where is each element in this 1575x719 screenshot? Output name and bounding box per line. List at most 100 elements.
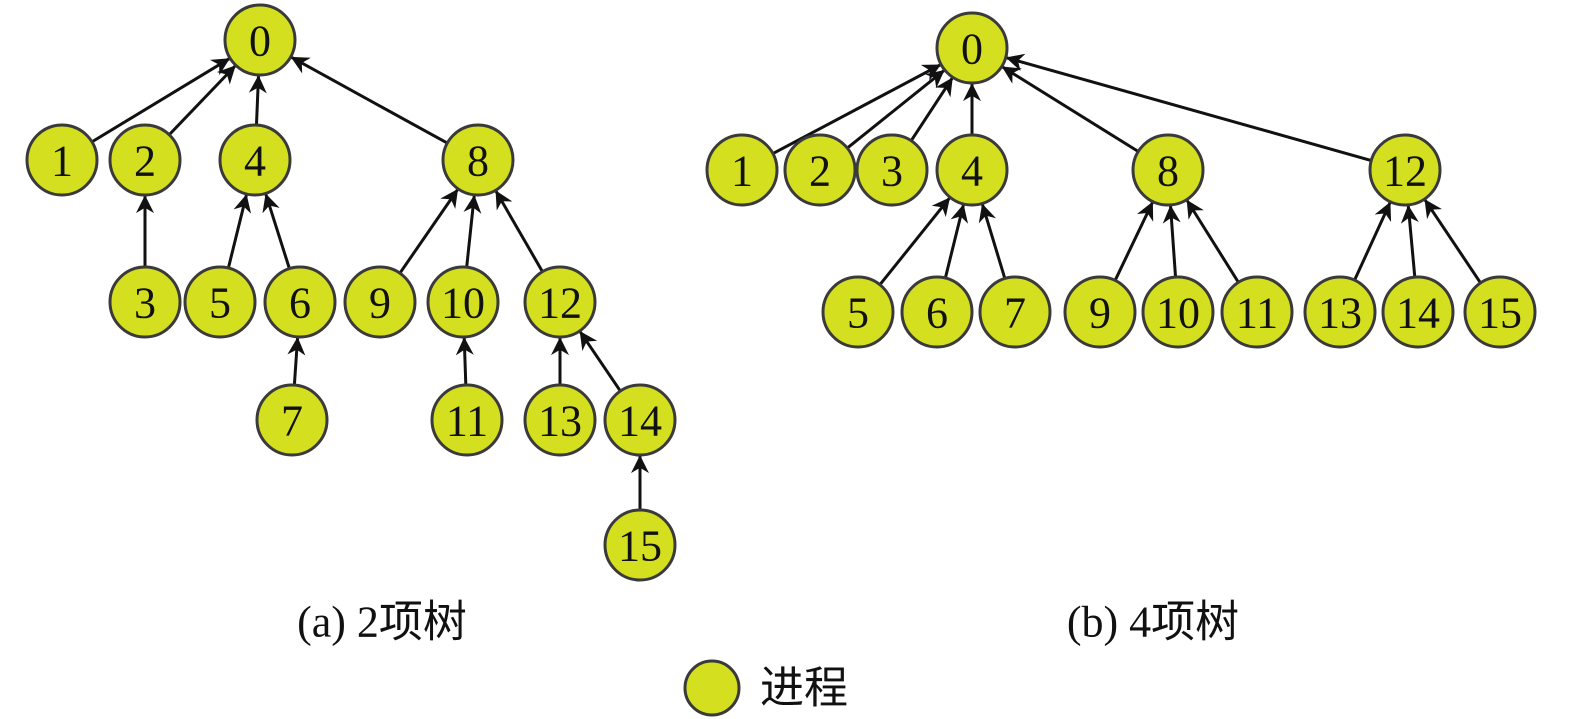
process-node-label: 6 xyxy=(289,279,311,328)
process-node-circle xyxy=(900,275,974,349)
process-node-8: 8 xyxy=(441,123,515,197)
process-node-circle xyxy=(1141,275,1215,349)
process-node-label: 11 xyxy=(446,397,488,446)
process-node-9: 9 xyxy=(343,265,417,339)
edge-6-to-4 xyxy=(943,204,969,279)
process-node-label: 4 xyxy=(244,137,266,186)
edge-10-to-8 xyxy=(463,194,482,268)
process-node-1: 1 xyxy=(25,123,99,197)
process-node-circle xyxy=(430,383,504,457)
process-node-13: 13 xyxy=(523,383,597,457)
edge-4-to-0 xyxy=(248,75,267,126)
process-node-label: 4 xyxy=(961,147,983,196)
process-node-5: 5 xyxy=(821,275,895,349)
process-node-circle xyxy=(1063,275,1137,349)
process-node-icon xyxy=(683,659,741,717)
process-node-label: 5 xyxy=(209,279,231,328)
process-node-label: 11 xyxy=(1236,289,1278,338)
process-node-label: 1 xyxy=(51,137,73,186)
process-node-13: 13 xyxy=(1303,275,1377,349)
process-node-15: 15 xyxy=(603,508,677,582)
edge-9-to-8 xyxy=(1113,201,1154,282)
process-node-circle xyxy=(218,123,292,197)
legend: 进程 xyxy=(683,659,848,717)
edge-5-to-4 xyxy=(226,194,252,269)
edge-3-to-0 xyxy=(909,77,954,142)
process-node-14: 14 xyxy=(603,383,677,457)
process-node-3: 3 xyxy=(108,265,182,339)
edge-7-to-6 xyxy=(287,337,306,386)
edge-14-to-12 xyxy=(578,330,622,392)
process-node-label: 3 xyxy=(134,279,156,328)
process-node-circle xyxy=(1220,275,1294,349)
process-node-circle xyxy=(1303,275,1377,349)
process-node-label: 13 xyxy=(538,397,582,446)
process-node-circle xyxy=(426,265,500,339)
edge-1-to-0 xyxy=(91,57,230,144)
edge-2-to-0 xyxy=(168,64,237,136)
process-node-12: 12 xyxy=(1368,133,1442,207)
process-node-label: 12 xyxy=(1383,147,1427,196)
process-node-11: 11 xyxy=(430,383,504,457)
process-node-label: 7 xyxy=(1004,289,1026,338)
process-node-circle xyxy=(523,265,597,339)
process-node-6: 6 xyxy=(900,275,974,349)
process-node-circle xyxy=(441,123,515,197)
process-node-0: 0 xyxy=(935,11,1009,85)
edge-7-to-4 xyxy=(978,203,1007,279)
edge-11-to-10 xyxy=(455,337,474,386)
edge-6-to-4 xyxy=(262,193,291,270)
process-node-label: 5 xyxy=(847,289,869,338)
caption-tree-a: (a) 2项树 xyxy=(297,598,467,647)
process-node-label: 1 xyxy=(731,147,753,196)
process-node-8: 8 xyxy=(1131,133,1205,207)
process-node-1: 1 xyxy=(705,133,779,207)
edge-12-to-0 xyxy=(1005,53,1372,162)
edge-8-to-0 xyxy=(1001,65,1140,153)
process-node-2: 2 xyxy=(108,123,182,197)
process-node-0: 0 xyxy=(223,3,297,77)
tree-a-edges xyxy=(91,56,649,510)
tree-b-edges xyxy=(772,53,1482,286)
process-node-label: 8 xyxy=(467,137,489,186)
edge-12-to-8 xyxy=(494,190,544,273)
edge-5-to-4 xyxy=(878,197,951,286)
process-node-circle xyxy=(821,275,895,349)
process-node-label: 3 xyxy=(881,147,903,196)
edge-1-to-0 xyxy=(772,63,941,155)
process-node-circle xyxy=(1131,133,1205,207)
process-node-label: 9 xyxy=(369,279,391,328)
process-node-circle xyxy=(523,383,597,457)
process-node-label: 9 xyxy=(1089,289,1111,338)
edge-2-to-0 xyxy=(846,69,945,150)
process-node-circle xyxy=(783,133,857,207)
legend-label: 进程 xyxy=(760,664,848,713)
edge-8-to-0 xyxy=(290,56,449,145)
process-node-circle xyxy=(603,508,677,582)
caption-tree-b: (b) 4项树 xyxy=(1067,598,1239,647)
process-node-circle xyxy=(978,275,1052,349)
process-node-label: 0 xyxy=(249,17,271,66)
process-node-3: 3 xyxy=(855,133,929,207)
process-node-10: 10 xyxy=(1141,275,1215,349)
process-node-circle xyxy=(935,133,1009,207)
process-node-circle xyxy=(1463,275,1537,349)
process-node-7: 7 xyxy=(255,383,329,457)
process-node-label: 12 xyxy=(538,279,582,328)
process-node-7: 7 xyxy=(978,275,1052,349)
process-node-15: 15 xyxy=(1463,275,1537,349)
process-node-circle xyxy=(705,133,779,207)
process-node-14: 14 xyxy=(1381,275,1455,349)
process-node-4: 4 xyxy=(218,123,292,197)
process-node-label: 10 xyxy=(1156,289,1200,338)
edge-13-to-12 xyxy=(1353,201,1392,281)
process-node-label: 15 xyxy=(618,522,662,571)
process-node-circle xyxy=(255,383,329,457)
process-node-label: 14 xyxy=(1396,289,1440,338)
process-node-5: 5 xyxy=(183,265,257,339)
